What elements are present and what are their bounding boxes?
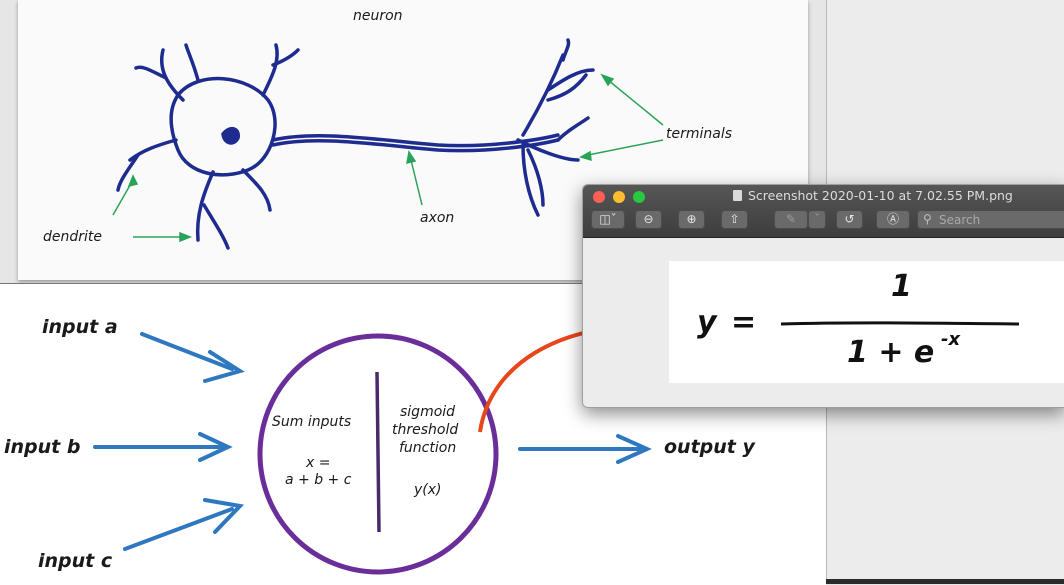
zoom-out-button[interactable]: ⊖ [635, 210, 662, 229]
sigmoid-expr: y(x) [414, 482, 442, 498]
share-button[interactable]: ⇧ [721, 210, 748, 229]
formula-lhs: y [697, 305, 717, 340]
search-icon: ⚲ [923, 212, 932, 226]
window-edge [826, 579, 1064, 584]
formula-exponent: -x [941, 329, 961, 350]
formula-image: y = 1 1 + e -x [669, 261, 1064, 383]
annotate-icon: Ⓐ [886, 212, 899, 226]
zoom-in-icon: ⊕ [686, 212, 697, 226]
neuron-node-circle [257, 333, 499, 575]
markup-button[interactable]: ✎ [774, 210, 808, 229]
sum-formula-line2: a + b + c [285, 472, 352, 488]
markup-menu-button[interactable]: ˇ [808, 210, 826, 229]
share-icon: ⇧ [729, 212, 740, 226]
zoom-in-button[interactable]: ⊕ [678, 210, 705, 229]
output-label: output y [664, 436, 755, 458]
minimize-button[interactable] [613, 191, 625, 203]
sigmoid-line1: sigmoid [400, 404, 456, 420]
node-divider [375, 371, 381, 533]
zoom-button[interactable] [633, 191, 645, 203]
input-b-label: input b [4, 436, 81, 458]
sigmoid-line3: function [399, 440, 457, 456]
sidebar-icon: ◫ˇ [599, 212, 617, 226]
sidebar-toggle-button[interactable]: ◫ˇ [591, 210, 625, 229]
document-area: y = 1 1 + e -x [583, 238, 1064, 407]
close-button[interactable] [593, 191, 605, 203]
input-a-label: input a [42, 316, 118, 338]
input-a-arrowhead [203, 350, 245, 383]
formula-fraction-bar [780, 321, 1020, 326]
search-input[interactable] [935, 210, 1064, 229]
rotate-icon: ↺ [844, 212, 855, 226]
input-c-label: input c [38, 550, 113, 572]
terminals-label: terminals [666, 126, 733, 142]
zoom-out-icon: ⊖ [643, 212, 654, 226]
perceptron-drawing [93, 323, 652, 575]
window-title-text: Screenshot 2020-01-10 at 7.02.55 PM.png [748, 188, 1013, 203]
input-a-arrow [140, 332, 234, 371]
formula-equals: = [731, 305, 757, 340]
input-c-arrowhead [203, 498, 245, 534]
search-field[interactable]: ⚲ [917, 210, 1064, 229]
sum-inputs-label: Sum inputs [272, 414, 352, 430]
window-titlebar[interactable]: Screenshot 2020-01-10 at 7.02.55 PM.png … [583, 185, 1064, 238]
neuron-title: neuron [353, 8, 403, 24]
neuron-drawing [112, 38, 664, 250]
input-c-arrow [123, 507, 234, 551]
formula-denominator: 1 + e [847, 335, 935, 370]
document-icon [733, 190, 742, 201]
input-b-arrowhead [198, 432, 233, 462]
chevron-down-icon: ˇ [814, 212, 820, 226]
annotate-button[interactable]: Ⓐ [876, 210, 910, 229]
window-title: Screenshot 2020-01-10 at 7.02.55 PM.png [733, 188, 1013, 203]
axon-label: axon [420, 210, 455, 226]
markup-pen-icon: ✎ [785, 212, 797, 226]
rotate-button[interactable]: ↺ [836, 210, 863, 229]
sigmoid-line2: threshold [392, 422, 459, 438]
dendrite-label: dendrite [43, 229, 103, 245]
output-arrowhead [616, 434, 652, 464]
preview-window: Screenshot 2020-01-10 at 7.02.55 PM.png … [582, 184, 1064, 408]
formula-numerator: 1 [891, 269, 912, 304]
sum-formula-line1: x = [306, 455, 331, 471]
